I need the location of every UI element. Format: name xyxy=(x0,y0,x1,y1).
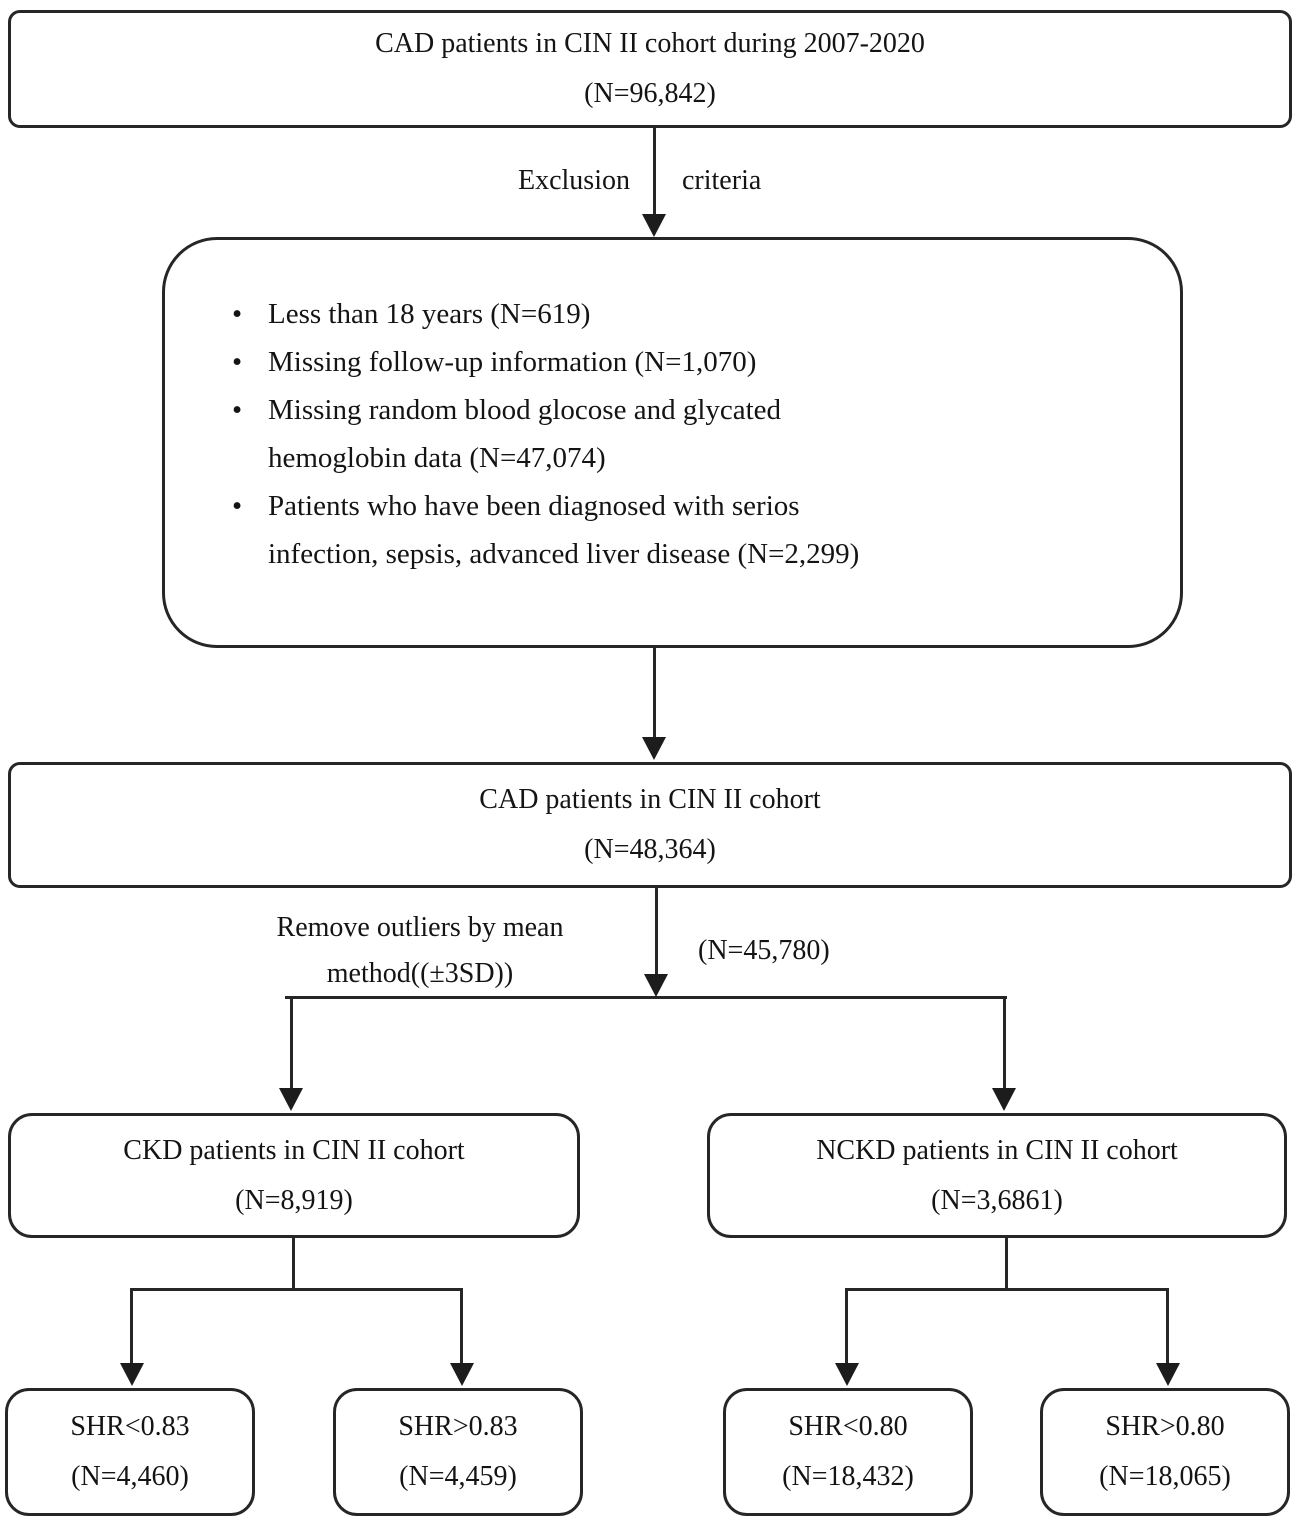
box-cad-cohort: CAD patients in CIN II cohort (N=48,364) xyxy=(8,762,1292,888)
box-shr-gt-083-count: (N=4,459) xyxy=(399,1461,517,1492)
box-shr-gt-083: SHR>0.83 (N=4,459) xyxy=(333,1388,583,1516)
exclusion-criteria-list: Less than 18 years (N=619) Missing follo… xyxy=(232,290,1128,578)
arrowhead-into-shr-gt-083 xyxy=(450,1363,474,1386)
connector-middle-to-split-line xyxy=(655,888,658,976)
box-shr-lt-083-count: (N=4,460) xyxy=(71,1461,189,1492)
branch-left-line xyxy=(290,996,293,1089)
box-ckd-line1: CKD patients in CIN II cohort xyxy=(123,1134,465,1166)
nckd-right-branch-line xyxy=(1166,1288,1169,1364)
box-shr-lt-080: SHR<0.80 (N=18,432) xyxy=(723,1388,973,1516)
label-n-45780: (N=45,780) xyxy=(698,935,830,966)
box-shr-gt-080-line1: SHR>0.80 xyxy=(1105,1411,1225,1442)
box-ckd: CKD patients in CIN II cohort (N=8,919) xyxy=(8,1113,580,1238)
arrowhead-into-middle-box xyxy=(642,737,666,760)
nckd-left-branch-line xyxy=(845,1288,848,1364)
ckd-split-bar xyxy=(130,1288,463,1291)
nckd-split-bar xyxy=(845,1288,1169,1291)
box-cad-cohort-line1: CAD patients in CIN II cohort xyxy=(479,784,821,815)
arrowhead-into-split xyxy=(644,974,668,997)
exclusion-item-followup: Missing follow-up information (N=1,070) xyxy=(232,338,1128,386)
box-ckd-count: (N=8,919) xyxy=(235,1184,353,1216)
note-remove-outliers: Remove outliers by mean method((±3SD)) xyxy=(276,912,564,989)
box-cad-cohort-count: (N=48,364) xyxy=(584,834,716,865)
nckd-stem-line xyxy=(1005,1238,1008,1291)
arrowhead-into-shr-lt-083 xyxy=(120,1363,144,1386)
exclusion-item-missing-glucose: Missing random blood glocose and glycate… xyxy=(232,386,1128,482)
box-shr-lt-080-line1: SHR<0.80 xyxy=(788,1411,908,1442)
box-shr-gt-080: SHR>0.80 (N=18,065) xyxy=(1040,1388,1290,1516)
exclusion-item-age: Less than 18 years (N=619) xyxy=(232,290,1128,338)
label-criteria: criteria xyxy=(682,165,762,196)
split-bar-upper xyxy=(285,996,1007,999)
box-cad-2007-2020: CAD patients in CIN II cohort during 200… xyxy=(8,10,1292,128)
box-shr-lt-083: SHR<0.83 (N=4,460) xyxy=(5,1388,255,1516)
box-shr-lt-080-count: (N=18,432) xyxy=(782,1461,914,1492)
arrowhead-into-nckd-box xyxy=(992,1088,1016,1111)
connector-top-to-exclusion-line xyxy=(653,128,656,220)
box-shr-gt-080-count: (N=18,065) xyxy=(1099,1461,1231,1492)
box-nckd: NCKD patients in CIN II cohort (N=3,6861… xyxy=(707,1113,1287,1238)
ckd-left-branch-line xyxy=(130,1288,133,1364)
box-shr-lt-083-line1: SHR<0.83 xyxy=(70,1411,190,1442)
arrowhead-into-ckd-box xyxy=(279,1088,303,1111)
box-nckd-line1: NCKD patients in CIN II cohort xyxy=(816,1134,1178,1166)
ckd-right-branch-line xyxy=(460,1288,463,1364)
connector-exclusion-to-middle-line xyxy=(653,648,656,738)
ckd-stem-line xyxy=(292,1238,295,1291)
arrowhead-into-shr-gt-080 xyxy=(1156,1363,1180,1386)
exclusion-item-diagnosed: Patients who have been diagnosed with se… xyxy=(232,482,1128,578)
arrowhead-into-exclusion-box xyxy=(642,214,666,237)
branch-right-line xyxy=(1003,996,1006,1089)
label-exclusion: Exclusion xyxy=(518,165,630,196)
box-cad-2007-2020-line1: CAD patients in CIN II cohort during 200… xyxy=(375,28,925,59)
box-cad-2007-2020-count: (N=96,842) xyxy=(584,78,716,109)
box-nckd-count: (N=3,6861) xyxy=(931,1184,1063,1216)
box-shr-gt-083-line1: SHR>0.83 xyxy=(398,1411,518,1442)
arrowhead-into-shr-lt-080 xyxy=(835,1363,859,1386)
